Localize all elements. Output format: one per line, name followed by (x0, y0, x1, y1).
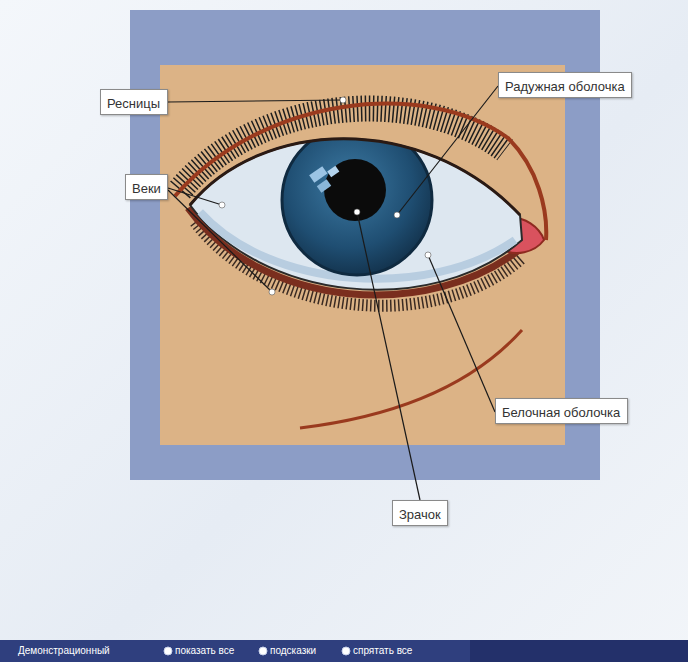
part-name: Веки (132, 181, 161, 197)
upper-lid-edge (190, 139, 520, 215)
leader-dots (219, 97, 431, 295)
control-label: спрятать все (353, 645, 412, 657)
part-name: Радужная оболочка (505, 79, 625, 95)
label-box: Белочная оболочка (495, 398, 628, 424)
control-label: показать все (175, 645, 234, 657)
pupil (324, 159, 386, 221)
label-box: Веки (125, 174, 168, 200)
control-bar (0, 640, 688, 662)
control-label: Демонстрационный (18, 645, 110, 657)
part-name: Зрачок (399, 507, 441, 523)
cheek-line (300, 330, 522, 428)
skin-panel (160, 65, 565, 445)
label-box: Радужная оболочка (498, 72, 632, 98)
label-box: Зрачок (392, 500, 448, 526)
highlight (317, 179, 331, 192)
leader-lines (168, 86, 498, 500)
highlight (327, 166, 339, 177)
control-bar-right (470, 640, 688, 662)
control-label: подсказки (270, 645, 316, 657)
label-box: Ресницы (100, 89, 168, 115)
part-name: Ресницы (107, 96, 160, 112)
highlight (309, 166, 327, 183)
part-name: Белочная оболочка (502, 405, 620, 421)
